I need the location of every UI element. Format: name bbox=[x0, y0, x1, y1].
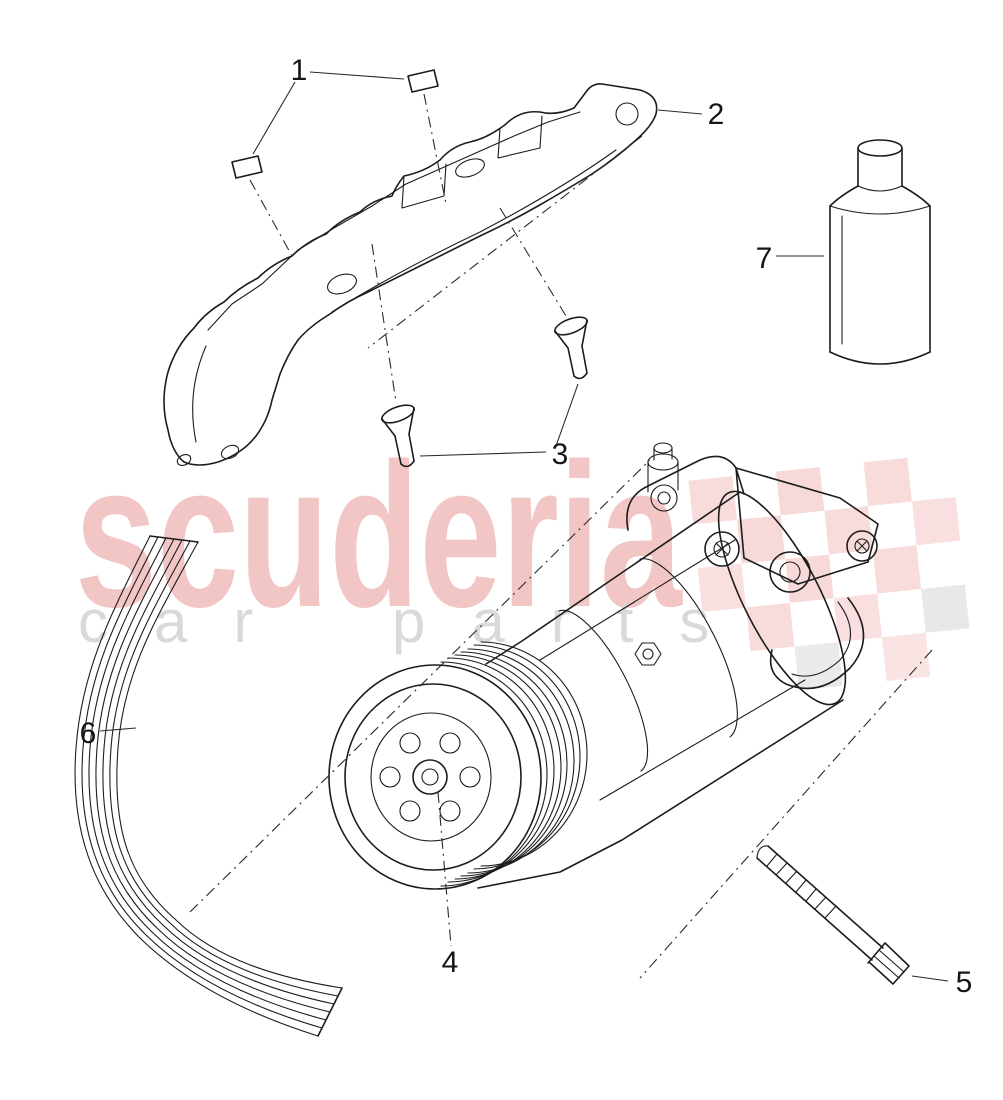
watermark-brand-text: scuderia bbox=[75, 420, 683, 650]
centerlines bbox=[189, 93, 933, 979]
screw-left bbox=[381, 404, 415, 468]
leader-lines bbox=[99, 71, 949, 982]
pulley-grooves bbox=[440, 641, 588, 887]
belt-cover-bracket-part-2 bbox=[163, 83, 658, 466]
oil-bottle-part-7 bbox=[829, 139, 931, 365]
ribbed-belt-part-6 bbox=[74, 535, 343, 1037]
watermark: scuderia car parts bbox=[75, 420, 970, 691]
pulley-face bbox=[328, 664, 542, 890]
compressor-body bbox=[477, 490, 847, 889]
hex-bolt-part-5 bbox=[756, 845, 910, 985]
rear-head-fittings bbox=[626, 442, 879, 690]
screw-right bbox=[554, 316, 588, 380]
countersunk-screws-part-3 bbox=[381, 316, 588, 468]
clip-fasteners-part-1 bbox=[231, 69, 439, 179]
callout-label-3: 3 bbox=[552, 438, 569, 471]
callout-label-5: 5 bbox=[956, 966, 973, 999]
callout-label-7: 7 bbox=[756, 242, 773, 275]
callout-label-4: 4 bbox=[442, 946, 459, 979]
watermark-tagline-text: car parts bbox=[78, 588, 755, 655]
callout-label-2: 2 bbox=[708, 98, 725, 131]
checkered-flag-watermark bbox=[688, 457, 970, 691]
callout-label-1: 1 bbox=[291, 54, 308, 87]
callout-labels: 1 2 3 4 5 6 7 bbox=[80, 54, 973, 999]
compressor-part-4 bbox=[328, 442, 879, 890]
callout-label-6: 6 bbox=[80, 717, 97, 750]
